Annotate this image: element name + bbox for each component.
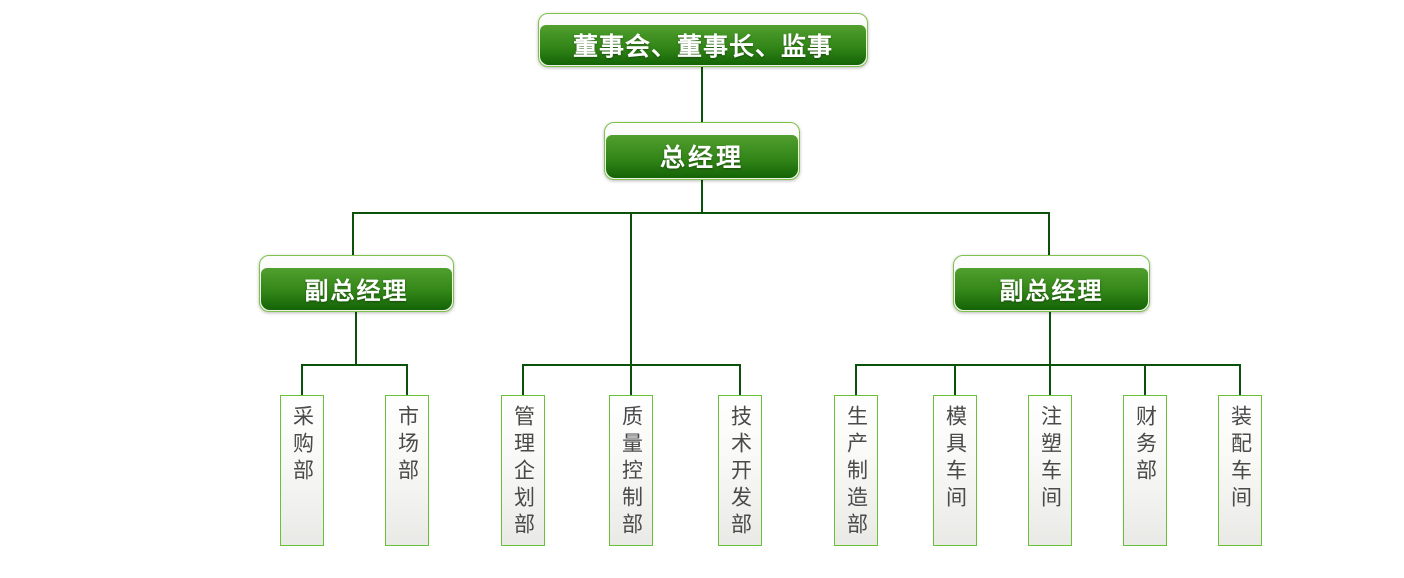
connector-drop-guanli (522, 364, 524, 395)
connector-right-horizontal (855, 364, 1241, 366)
connector-drop-jishu (739, 364, 741, 395)
node-dept-assembly-workshop: 装配车间 (1218, 395, 1262, 546)
dept-label: 采购部 (290, 405, 314, 486)
node-dept-finance: 财务部 (1123, 395, 1167, 546)
node-dept-quality-control: 质量控制部 (609, 395, 653, 546)
node-dept-tech-development: 技术开发部 (718, 395, 762, 546)
dept-label: 质量控制部 (619, 405, 643, 540)
dept-label: 市场部 (395, 405, 419, 486)
node-dept-purchasing: 采购部 (280, 395, 324, 546)
node-general-manager-body: 总经理 (606, 134, 798, 178)
node-general-manager-label: 总经理 (659, 144, 744, 173)
connector-drop-deputy-right (1048, 212, 1050, 255)
connector-board-to-gm (701, 67, 703, 123)
dept-label: 模具车间 (943, 405, 967, 513)
connector-deputy-right-down (1049, 312, 1051, 395)
dept-label: 技术开发部 (728, 405, 752, 540)
node-general-manager: 总经理 (604, 122, 800, 180)
connector-level1-horizontal (352, 212, 1050, 214)
node-board: 董事会、董事长、监事 (538, 13, 868, 67)
node-dept-mold-workshop: 模具车间 (933, 395, 977, 546)
dept-label: 财务部 (1133, 405, 1157, 486)
node-deputy-left-body: 副总经理 (261, 267, 452, 310)
node-dept-production-manufacturing: 生产制造部 (834, 395, 878, 546)
connector-drop-zhuangpei (1239, 364, 1241, 395)
node-board-label: 董事会、董事长、监事 (572, 32, 833, 61)
node-deputy-right: 副总经理 (953, 255, 1150, 312)
connector-drop-shichang (406, 364, 408, 395)
dept-label: 管理企划部 (511, 405, 535, 540)
connector-gm-down (701, 180, 703, 214)
connector-drop-caigou (301, 364, 303, 395)
connector-drop-shengchan (855, 364, 857, 395)
connector-drop-deputy-left (352, 212, 354, 255)
connector-drop-caiwu (1144, 364, 1146, 395)
connector-mid-horizontal (522, 364, 741, 366)
node-deputy-left-label: 副总经理 (304, 278, 409, 306)
node-deputy-right-body: 副总经理 (955, 267, 1148, 310)
node-board-body: 董事会、董事长、监事 (540, 24, 866, 65)
connector-drop-muju (954, 364, 956, 395)
node-dept-marketing: 市场部 (385, 395, 429, 546)
node-deputy-right-label: 副总经理 (999, 278, 1104, 306)
dept-label: 生产制造部 (844, 405, 868, 540)
connector-mid-branch (630, 212, 632, 395)
connector-deputy-left-down (355, 312, 357, 365)
connector-left-horizontal (301, 364, 408, 366)
node-dept-injection-workshop: 注塑车间 (1028, 395, 1072, 546)
dept-label: 注塑车间 (1038, 405, 1062, 513)
dept-label: 装配车间 (1228, 405, 1252, 513)
node-deputy-left: 副总经理 (259, 255, 454, 312)
node-dept-management-planning: 管理企划部 (501, 395, 545, 546)
